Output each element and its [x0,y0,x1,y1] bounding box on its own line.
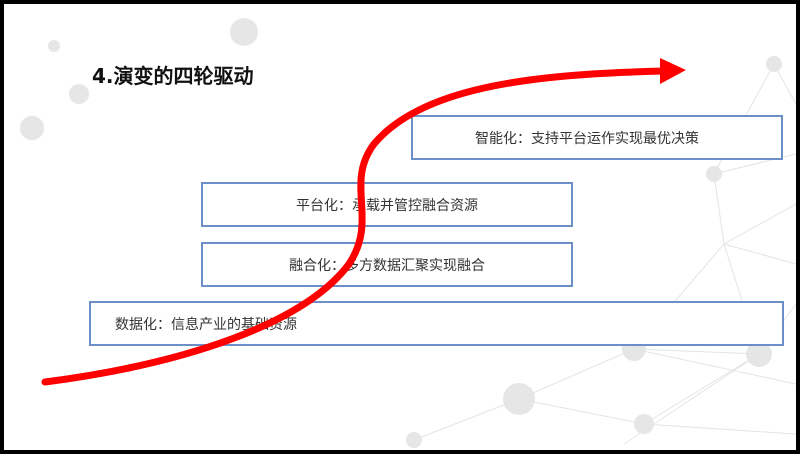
stage-label: 平台化：承载并管控融合资源 [296,197,478,214]
stage-box-fusion: 融合化：多方数据汇聚实现融合 [201,242,573,287]
slide-title: 4.演变的四轮驱动 [92,64,254,88]
stage-label: 智能化：支持平台运作实现最优决策 [475,130,699,147]
stage-box-data: 数据化：信息产业的基础资源 [89,301,784,346]
stage-box-platform: 平台化：承载并管控融合资源 [201,182,573,227]
slide: 4.演变的四轮驱动 智能化：支持平台运作实现最优决策 平台化：承载并管控融合资源… [4,4,796,450]
network-background-decoration [20,18,796,448]
stage-label: 融合化：多方数据汇聚实现融合 [289,257,485,274]
red-curve [41,67,668,386]
arrow-head-icon [660,58,686,84]
evolution-arrow-curve [41,58,686,386]
stage-box-intelligent: 智能化：支持平台运作实现最优决策 [411,115,783,160]
